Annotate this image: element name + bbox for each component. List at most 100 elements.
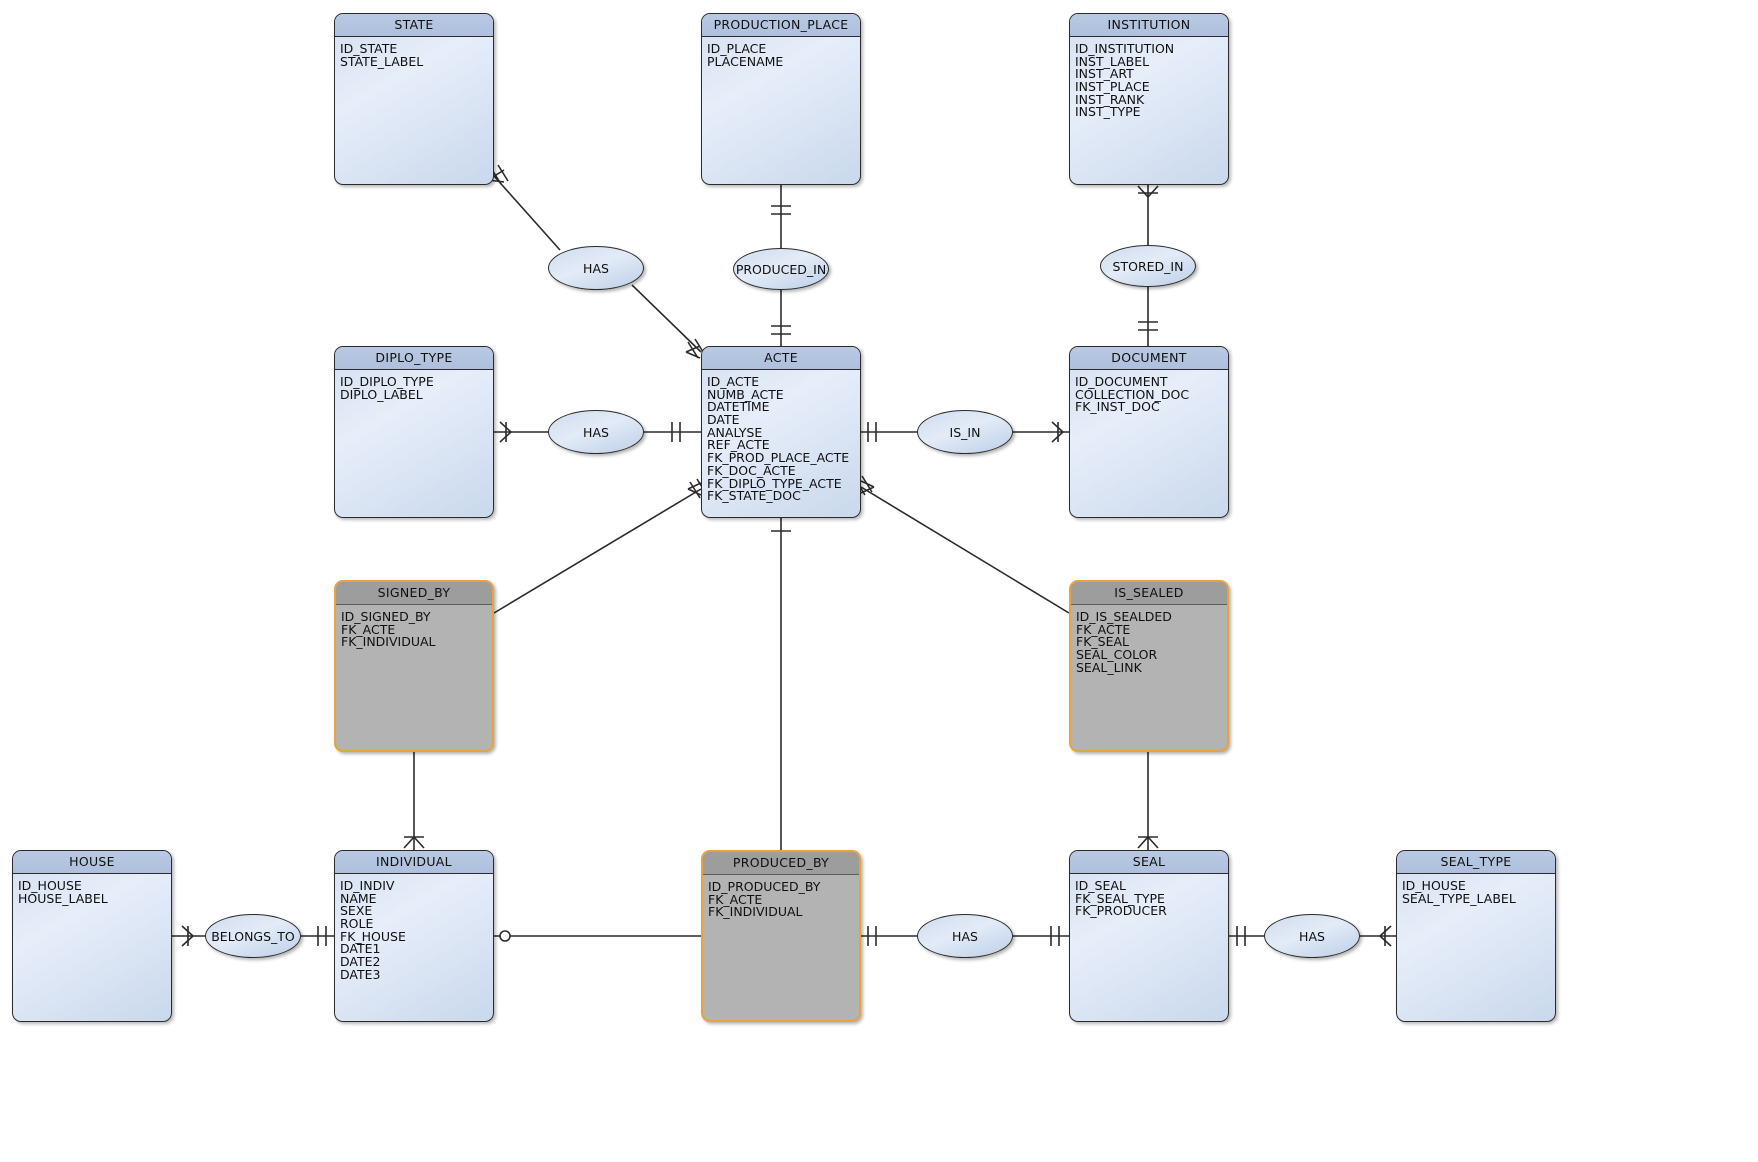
attribute: ID_IS_SEALDED xyxy=(1076,609,1172,624)
attribute: DATE2 xyxy=(340,954,381,970)
attribute: HOUSE_LABEL xyxy=(18,890,108,906)
entity-signed-by[interactable]: SIGNED_BY ID_SIGNED_BY FK_ACTE FK_INDIVI… xyxy=(334,580,494,752)
attribute: FK_PRODUCER xyxy=(1075,903,1167,919)
relationship-has-produced-by-seal[interactable]: HAS xyxy=(917,914,1013,958)
entity-attributes: ID_ACTE NUMB_ACTE DATETIME DATE ANALYSE … xyxy=(702,370,860,503)
attribute: ID_INDIV xyxy=(340,878,395,893)
attribute: NUMB_ACTE xyxy=(707,386,784,402)
entity-title: INDIVIDUAL xyxy=(335,851,493,874)
attribute: DIPLO_LABEL xyxy=(340,386,423,402)
entity-title: STATE xyxy=(335,14,493,37)
relationship-has-seal-type[interactable]: HAS xyxy=(1264,914,1360,958)
attribute: ID_HOUSE xyxy=(1402,878,1466,893)
entity-title: SEAL_TYPE xyxy=(1397,851,1555,874)
entity-attributes: ID_STATE STATE_LABEL xyxy=(335,37,493,68)
entity-title: ACTE xyxy=(702,347,860,370)
entity-attributes: ID_SEAL FK_SEAL_TYPE FK_PRODUCER xyxy=(1070,874,1228,918)
edge-issealed-seal xyxy=(1137,752,1159,850)
attribute: COLLECTION_DOC xyxy=(1075,386,1190,402)
relationship-produced-in[interactable]: PRODUCED_IN xyxy=(733,248,829,290)
edge-acte-producedby xyxy=(771,518,791,850)
attribute: DATETIME xyxy=(707,399,770,415)
entity-diplo-type[interactable]: DIPLO_TYPE ID_DIPLO_TYPE DIPLO_LABEL xyxy=(334,346,494,518)
edge-individual-producedby xyxy=(494,930,701,942)
relationship-has-state[interactable]: HAS xyxy=(548,246,644,290)
entity-produced-by[interactable]: PRODUCED_BY ID_PRODUCED_BY FK_ACTE FK_IN… xyxy=(701,850,861,1022)
entity-title: IS_SEALED xyxy=(1071,582,1227,605)
attribute: ID_PRODUCED_BY xyxy=(708,879,821,894)
entity-title: HOUSE xyxy=(13,851,171,874)
entity-house[interactable]: HOUSE ID_HOUSE HOUSE_LABEL xyxy=(12,850,172,1022)
attribute: PLACENAME xyxy=(707,53,784,69)
attribute: FK_SEAL_TYPE xyxy=(1075,890,1165,906)
attribute: FK_INDIVIDUAL xyxy=(341,634,436,650)
attribute: FK_DIPLO_TYPE_ACTE xyxy=(707,475,842,491)
entity-production-place[interactable]: PRODUCTION_PLACE ID_PLACE PLACENAME xyxy=(701,13,861,185)
attribute: FK_ACTE xyxy=(341,621,396,637)
entity-attributes: ID_DIPLO_TYPE DIPLO_LABEL xyxy=(335,370,493,401)
entity-title: PRODUCTION_PLACE xyxy=(702,14,860,37)
attribute: INST_LABEL xyxy=(1075,53,1150,69)
entity-attributes: ID_PLACE PLACENAME xyxy=(702,37,860,68)
attribute: ID_SEAL xyxy=(1075,878,1126,893)
entity-attributes: ID_HOUSE SEAL_TYPE_LABEL xyxy=(1397,874,1555,905)
entity-title: SEAL xyxy=(1070,851,1228,874)
attribute: ANALYSE xyxy=(707,424,763,440)
entity-attributes: ID_SIGNED_BY FK_ACTE FK_INDIVIDUAL xyxy=(336,605,492,649)
entity-state[interactable]: STATE ID_STATE STATE_LABEL xyxy=(334,13,494,185)
entity-attributes: ID_IS_SEALDED FK_ACTE FK_SEAL SEAL_COLOR… xyxy=(1071,605,1227,674)
entity-individual[interactable]: INDIVIDUAL ID_INDIV NAME SEXE ROLE FK_HO… xyxy=(334,850,494,1022)
attribute: ID_SIGNED_BY xyxy=(341,609,431,624)
attribute: ID_HOUSE xyxy=(18,878,82,893)
relationship-has-diplo-type[interactable]: HAS xyxy=(548,410,644,454)
entity-title: INSTITUTION xyxy=(1070,14,1228,37)
attribute: FK_INDIVIDUAL xyxy=(708,904,803,920)
attribute: DATE xyxy=(707,412,740,428)
entity-seal-type[interactable]: SEAL_TYPE ID_HOUSE SEAL_TYPE_LABEL xyxy=(1396,850,1556,1022)
attribute: SEAL_TYPE_LABEL xyxy=(1402,890,1516,906)
relationship-belongs-to[interactable]: BELONGS_TO xyxy=(205,914,301,958)
attribute: SEXE xyxy=(340,903,373,919)
attribute: SEAL_COLOR xyxy=(1076,647,1158,663)
attribute: ID_PLACE xyxy=(707,41,767,56)
attribute: ID_DIPLO_TYPE xyxy=(340,374,434,389)
entity-title: PRODUCED_BY xyxy=(703,852,859,875)
edge-issealed-acte xyxy=(854,475,1070,614)
edge-signedby-acte xyxy=(493,478,708,614)
relationship-stored-in[interactable]: STORED_IN xyxy=(1100,245,1196,287)
attribute: STATE_LABEL xyxy=(340,53,424,69)
attribute: FK_ACTE xyxy=(1076,621,1131,637)
attribute: FK_ACTE xyxy=(708,891,763,907)
attribute: FK_DOC_ACTE xyxy=(707,462,796,478)
entity-document[interactable]: DOCUMENT ID_DOCUMENT COLLECTION_DOC FK_I… xyxy=(1069,346,1229,518)
attribute: NAME xyxy=(340,890,377,906)
attribute: FK_STATE_DOC xyxy=(707,488,801,504)
entity-title: SIGNED_BY xyxy=(336,582,492,605)
attribute: DATE3 xyxy=(340,966,381,982)
entity-attributes: ID_INSTITUTION INST_LABEL INST_ART INST_… xyxy=(1070,37,1228,119)
entity-acte[interactable]: ACTE ID_ACTE NUMB_ACTE DATETIME DATE ANA… xyxy=(701,346,861,518)
attribute: REF_ACTE xyxy=(707,437,770,453)
attribute: INST_RANK xyxy=(1075,91,1145,107)
relationship-is-in[interactable]: IS_IN xyxy=(917,410,1013,454)
entity-institution[interactable]: INSTITUTION ID_INSTITUTION INST_LABEL IN… xyxy=(1069,13,1229,185)
attribute: ROLE xyxy=(340,916,374,932)
attribute: SEAL_LINK xyxy=(1076,659,1142,675)
attribute: INST_ART xyxy=(1075,66,1134,82)
entity-attributes: ID_PRODUCED_BY FK_ACTE FK_INDIVIDUAL xyxy=(703,875,859,919)
attribute: FK_SEAL xyxy=(1076,634,1129,650)
entity-attributes: ID_DOCUMENT COLLECTION_DOC FK_INST_DOC xyxy=(1070,370,1228,414)
attribute: ID_DOCUMENT xyxy=(1075,374,1168,389)
attribute: INST_TYPE xyxy=(1075,104,1141,120)
attribute: ID_ACTE xyxy=(707,374,760,389)
attribute: FK_INST_DOC xyxy=(1075,399,1160,415)
entity-seal[interactable]: SEAL ID_SEAL FK_SEAL_TYPE FK_PRODUCER xyxy=(1069,850,1229,1022)
attribute: ID_INSTITUTION xyxy=(1075,41,1175,56)
entity-is-sealed[interactable]: IS_SEALED ID_IS_SEALDED FK_ACTE FK_SEAL … xyxy=(1069,580,1229,752)
entity-title: DOCUMENT xyxy=(1070,347,1228,370)
attribute: DATE1 xyxy=(340,941,381,957)
attribute: FK_PROD_PLACE_ACTE xyxy=(707,450,850,466)
edge-signedby-individual xyxy=(403,752,425,850)
entity-attributes: ID_INDIV NAME SEXE ROLE FK_HOUSE DATE1 D… xyxy=(335,874,493,982)
